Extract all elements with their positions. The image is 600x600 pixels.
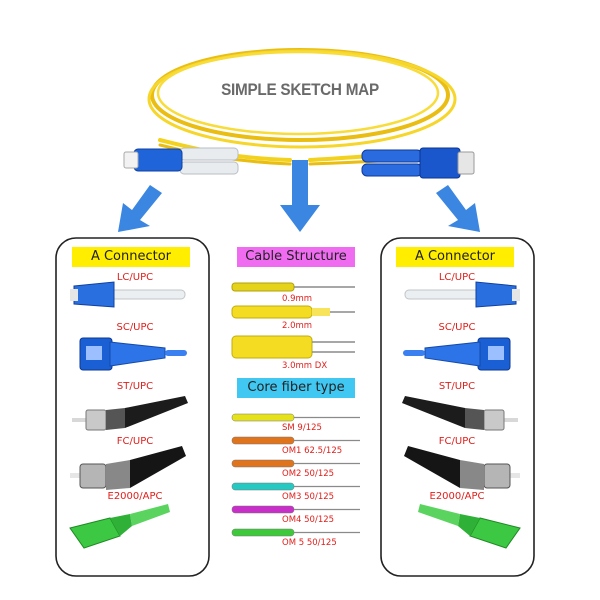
left-connector-panel: [55, 237, 210, 577]
cable-2-0mm-icon: [231, 305, 355, 319]
right-down-arrow-icon: [436, 185, 480, 232]
cable-structure-label: 0.9mm: [282, 294, 313, 304]
page-title: SIMPLE SKETCH MAP: [221, 80, 379, 99]
cable-structure-label: 2.0mm: [282, 321, 313, 331]
left-lc-upc-icon: [70, 281, 186, 308]
left-fc-upc-icon: [70, 446, 186, 490]
core-fiber-type-header: Core fiber type: [237, 378, 355, 398]
cable-0-9mm-icon: [231, 282, 355, 292]
right-sc-upc-icon: [403, 337, 511, 371]
top-sc-connector-icon: [361, 147, 475, 179]
arrows: [118, 160, 480, 232]
core-fiber-samples: [231, 413, 360, 537]
core-fiber-label: OM4 50/125: [282, 515, 335, 525]
right-connector-panel: [380, 237, 535, 577]
cable-3-0mm-dx-icon: [231, 335, 355, 359]
core-fiber-label: OM1 62.5/125: [282, 446, 343, 456]
cable-structure-header: Cable Structure: [237, 247, 355, 267]
core-fiber-bar: [231, 528, 295, 537]
left-panel-header: A Connector: [72, 247, 190, 267]
left-down-arrow-icon: [118, 185, 162, 232]
fiber-cable-loop: [147, 48, 457, 166]
left-connector-label: LC/UPC: [116, 272, 154, 283]
left-connector-label: FC/UPC: [116, 436, 154, 447]
right-connector-label: E2000/APC: [429, 491, 485, 502]
core-fiber-label: SM 9/125: [282, 423, 322, 433]
right-fc-upc-icon: [404, 446, 520, 490]
left-connector-label: E2000/APC: [107, 491, 163, 502]
right-connector-label: LC/UPC: [438, 272, 476, 283]
right-st-upc-icon: [402, 396, 518, 431]
top-lc-connector-icon: [123, 147, 239, 175]
core-fiber-bar: [231, 436, 295, 445]
left-e2000-apc-icon: [69, 504, 170, 549]
right-connector-label: ST/UPC: [438, 381, 476, 392]
right-lc-upc-icon: [404, 281, 520, 308]
core-fiber-bar: [231, 482, 295, 491]
core-fiber-label: OM 5 50/125: [282, 538, 337, 548]
core-fiber-label: OM2 50/125: [282, 469, 335, 479]
right-connector-images: [402, 281, 521, 549]
left-sc-upc-icon: [79, 337, 187, 371]
right-connector-label: SC/UPC: [438, 322, 476, 333]
left-connector-images: [69, 281, 188, 549]
right-e2000-apc-icon: [418, 504, 521, 549]
left-connector-label: ST/UPC: [116, 381, 154, 392]
core-fiber-label: OM3 50/125: [282, 492, 335, 502]
left-connector-label: SC/UPC: [116, 322, 154, 333]
cable-structure-label: 3.0mm DX: [282, 361, 328, 371]
cable-structure-samples: [231, 282, 355, 359]
core-fiber-bar: [231, 505, 295, 514]
core-fiber-bar: [231, 413, 295, 422]
center-down-arrow-icon: [280, 160, 320, 232]
right-connector-label: FC/UPC: [438, 436, 476, 447]
left-st-upc-icon: [72, 396, 188, 431]
core-fiber-bar: [231, 459, 295, 468]
right-panel-header: A Connector: [396, 247, 514, 267]
